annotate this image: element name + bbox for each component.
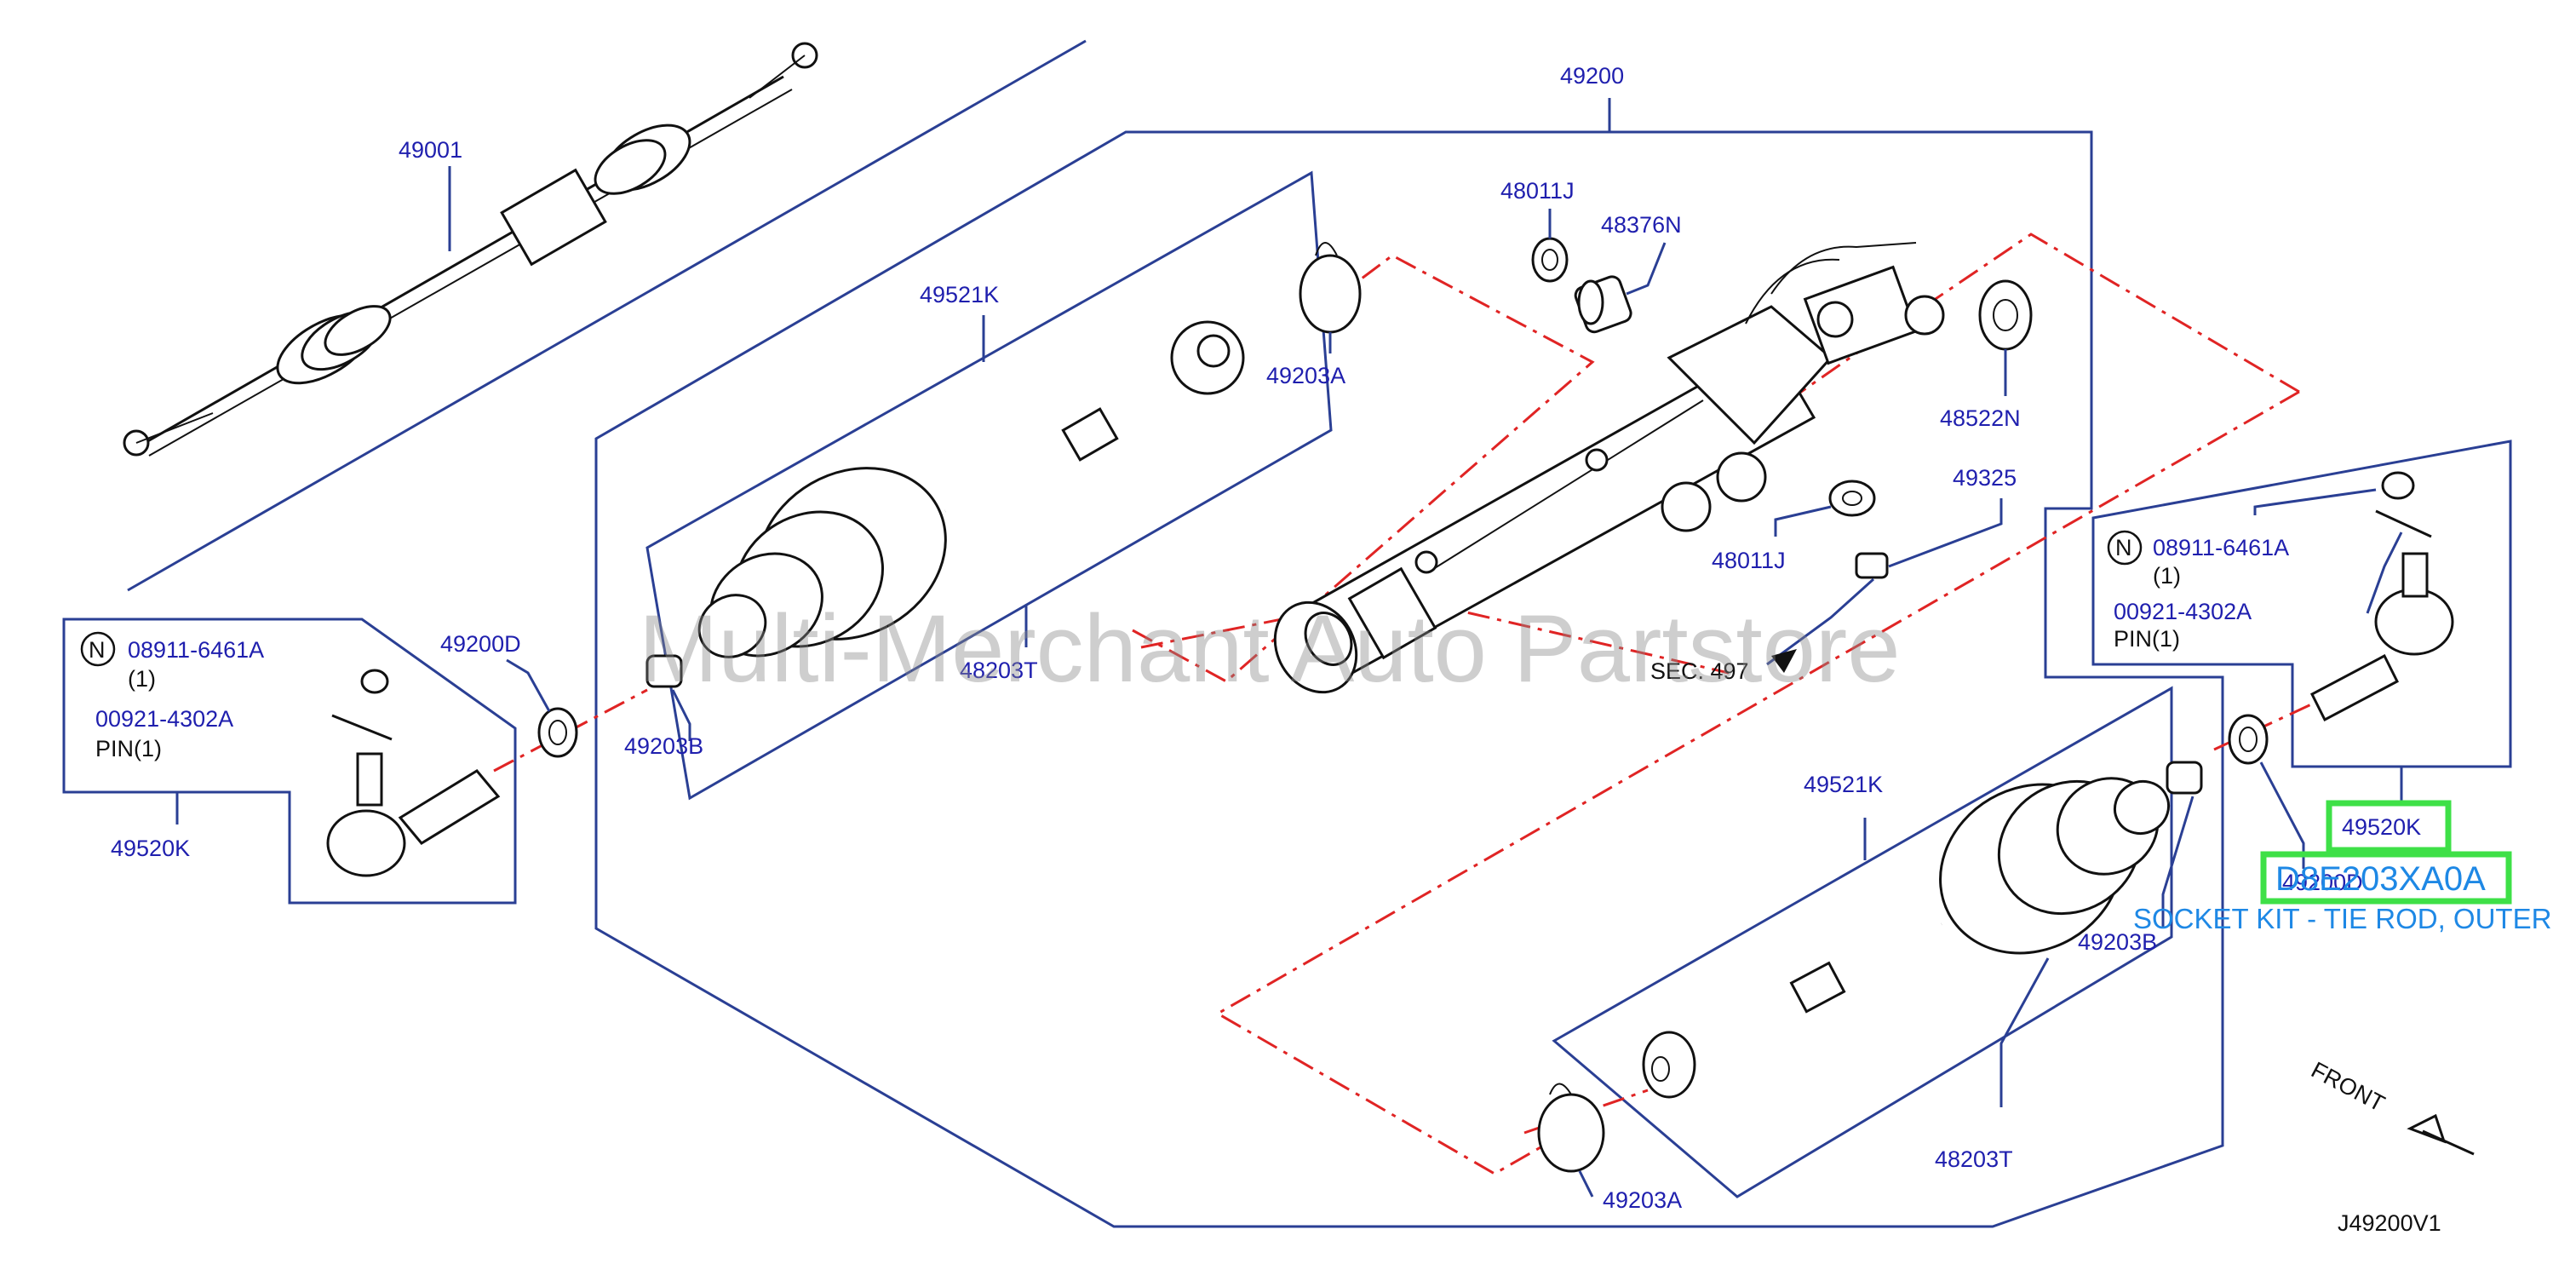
insulator-icon: [1978, 279, 2033, 351]
bushing-icon: [1574, 275, 1632, 334]
leader-49325: [1888, 498, 2003, 568]
highlight-box-part-number: [2260, 851, 2512, 905]
n-symbol-right: [2107, 530, 2143, 566]
boot-upper-icon: [697, 467, 947, 658]
diagram-code: J49200V1: [2338, 1210, 2441, 1236]
fitting-icon: [1855, 552, 1889, 579]
separator-line: [127, 39, 1087, 592]
label-00921-left[interactable]: 00921-4302A: [95, 706, 233, 732]
label-49521K-top[interactable]: 49521K: [920, 282, 999, 307]
highlight-part-number[interactable]: D8E203XA0A: [2275, 860, 2486, 898]
leader-49203B-left: [671, 689, 691, 741]
clamp-small-left-icon: [645, 654, 683, 688]
leader-49200D-right: [2259, 761, 2305, 869]
sec-reference[interactable]: SEC. 497: [1650, 658, 1749, 684]
leader-49200D-left: [506, 658, 551, 712]
label-pin-right: PIN(1): [2114, 626, 2180, 652]
label-08911-right[interactable]: 08911-6461A: [2153, 535, 2289, 560]
label-48376N[interactable]: 48376N: [1601, 212, 1682, 238]
explode-line-lower: [1214, 390, 2300, 1175]
label-49203A-top[interactable]: 49203A: [1266, 363, 1345, 388]
left-detail-box: [62, 618, 517, 905]
nut-right-icon: [2228, 714, 2269, 765]
label-49325[interactable]: 49325: [1953, 465, 2017, 491]
front-label: FRONT: [2307, 1057, 2389, 1117]
leader-00921-right: [2366, 531, 2403, 614]
label-49200[interactable]: 49200: [1560, 63, 1624, 89]
highlight-description: SOCKET KIT - TIE ROD, OUTER: [2133, 903, 2551, 934]
label-49520K-left[interactable]: 49520K: [111, 836, 190, 861]
clamp-lower-icon: [1537, 1083, 1605, 1173]
label-49203B-right[interactable]: 49203B: [2078, 929, 2157, 955]
clamp-small-right-icon: [2166, 761, 2203, 795]
leader-48011J-mid: [1774, 505, 1832, 537]
label-48522N[interactable]: 48522N: [1940, 405, 2021, 431]
label-48203T-bottom[interactable]: 48203T: [1935, 1146, 2013, 1172]
clamp-upper-icon: [1299, 242, 1362, 334]
steering-rack-complete-icon: [123, 42, 818, 457]
label-08911-right-qty: (1): [2153, 563, 2181, 589]
inner-tie-rod-upper-icon: [943, 320, 1245, 516]
tie-rod-end-right-icon: [2310, 471, 2454, 722]
explode-line-upper: [1132, 254, 1595, 683]
leader-48203T-bottom: [1999, 957, 2050, 1107]
label-49200D-right[interactable]: 49200D: [2282, 870, 2363, 895]
front-arrow-icon: [2407, 1113, 2475, 1156]
label-08911-left[interactable]: 08911-6461A: [128, 637, 264, 663]
rack-housing-icon: [1273, 242, 1945, 694]
inner-tie-rod-lower-icon: [1642, 919, 1944, 1099]
label-49203B-left[interactable]: 49203B: [624, 733, 703, 759]
inner-box-upper: [645, 170, 1333, 801]
n-symbol-right-text: N: [2115, 535, 2132, 560]
nut-left-icon: [537, 707, 578, 758]
label-49521K-bottom[interactable]: 49521K: [1804, 772, 1883, 797]
washer-mid-icon: [1828, 480, 1876, 517]
label-48203T-top[interactable]: 48203T: [960, 658, 1038, 683]
label-49520K-right[interactable]: 49520K: [2342, 814, 2421, 840]
n-symbol-left-text: N: [89, 637, 106, 663]
boot-lower-icon: [1939, 777, 2171, 955]
inner-box-lower: [1552, 686, 2173, 1198]
label-08911-left-qty: (1): [128, 666, 156, 692]
label-48011J-mid[interactable]: 48011J: [1712, 548, 1786, 573]
leader-49203B-right: [2161, 796, 2194, 928]
watermark: Multi-Merchant Auto Partstore: [639, 595, 1900, 702]
label-00921-right[interactable]: 00921-4302A: [2114, 599, 2252, 624]
leader-sec-497: [1766, 577, 1875, 666]
highlight-box-49520K: [2326, 800, 2452, 853]
assembly-outline: [594, 130, 2224, 1228]
washer-top-icon: [1531, 237, 1569, 283]
leader-48376N: [1626, 242, 1667, 296]
tie-rod-end-left-icon: [326, 669, 501, 877]
leader-49203A-bottom: [1578, 1170, 1594, 1198]
label-49200D-left[interactable]: 49200D: [440, 631, 521, 657]
label-49203A-bottom[interactable]: 49203A: [1603, 1187, 1682, 1213]
n-symbol-left: [80, 631, 116, 667]
right-detail-box: [2091, 440, 2512, 768]
label-49001[interactable]: 49001: [399, 137, 462, 163]
leader-08911-right: [2253, 488, 2377, 515]
sec-arrow-icon: [1771, 649, 1797, 673]
label-48011J-top[interactable]: 48011J: [1500, 178, 1575, 204]
label-pin-left: PIN(1): [95, 736, 162, 761]
